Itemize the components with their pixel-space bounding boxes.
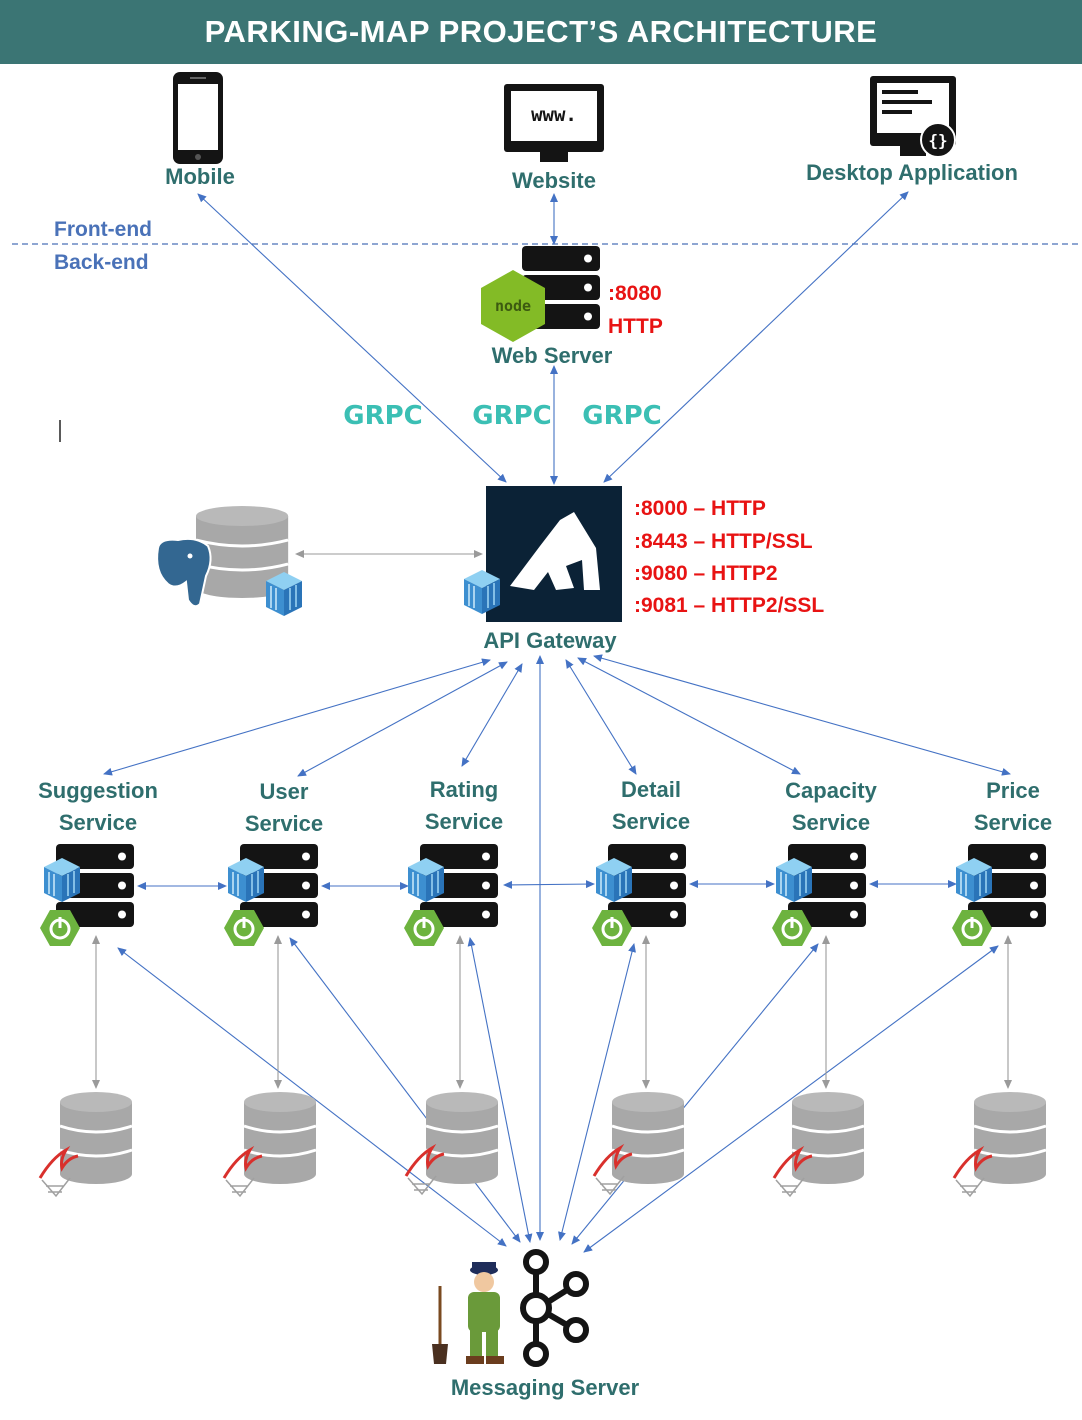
capacity-service-label-2: Service (792, 810, 870, 835)
user-service-label-1: User (260, 779, 309, 804)
web-server-label: Web Server (492, 343, 613, 368)
desktop-application-label: Desktop Application (806, 160, 1018, 185)
api-gateway-kong-icon (463, 486, 622, 622)
web-server-icon: node (481, 246, 600, 342)
sqlserver-database-icon (772, 1090, 866, 1198)
gateway-port-2: :8443 – HTTP/SSL (634, 530, 813, 553)
gateway-port-3: :9080 – HTTP2 (634, 562, 778, 585)
price-service-label-1: Price (986, 778, 1040, 803)
capacity-service-node (770, 844, 866, 948)
sqlserver-database-icon (592, 1090, 686, 1196)
monitor-www-icon: www. (504, 84, 604, 162)
sqlserver-database-icon (38, 1090, 134, 1198)
postgres-database-icon (156, 504, 303, 617)
service-labels: Suggestion Service User Service Rating S… (38, 777, 1052, 836)
gateway-port-1: :8000 – HTTP (634, 497, 766, 520)
database-links (92, 550, 1012, 1089)
detail-service-node (590, 844, 686, 948)
back-end-label: Back-end (54, 251, 149, 274)
grpc-logo-3: GRPC (582, 401, 662, 431)
www-screen-text: www. (531, 104, 577, 126)
gateway-port-4: :9081 – HTTP2/SSL (634, 594, 824, 617)
capacity-service-label-1: Capacity (785, 778, 877, 803)
rating-service-node (402, 844, 498, 948)
front-end-label: Front-end (54, 218, 152, 241)
suggestion-service-label-1: Suggestion (38, 778, 158, 803)
sqlserver-database-icon (952, 1090, 1048, 1198)
web-server-port: :8080 (608, 282, 662, 305)
rating-service-label-2: Service (425, 809, 503, 834)
kafka-icon (520, 1249, 589, 1367)
nodejs-badge: node (495, 297, 531, 315)
grpc-logo-2: GRPC (472, 401, 552, 431)
detail-service-label-2: Service (612, 809, 690, 834)
api-gateway-label: API Gateway (483, 628, 617, 653)
grpc-logo-1: GRPC (343, 401, 423, 431)
mobile-phone-icon (173, 72, 223, 164)
zookeeper-icon (432, 1262, 504, 1364)
connectors (103, 191, 1011, 1253)
rating-service-label-1: Rating (430, 777, 498, 802)
price-service-label-2: Service (974, 810, 1052, 835)
page-title: PARKING-MAP PROJECT’S ARCHITECTURE (0, 0, 1082, 64)
svg-text:{}: {} (928, 131, 947, 150)
sqlserver-database-icon (404, 1090, 500, 1196)
suggestion-service-label-2: Service (59, 810, 137, 835)
user-service-node (222, 844, 318, 948)
sqlserver-database-icon (222, 1090, 318, 1198)
detail-service-label-1: Detail (621, 777, 681, 802)
messaging-server-label: Messaging Server (451, 1375, 640, 1400)
website-label: Website (512, 168, 596, 193)
desktop-app-icon: {} (870, 76, 956, 158)
user-service-label-2: Service (245, 811, 323, 836)
mobile-label: Mobile (165, 164, 235, 189)
price-service-node (950, 844, 1046, 948)
web-server-protocol: HTTP (608, 315, 663, 338)
suggestion-service-node (38, 844, 134, 948)
